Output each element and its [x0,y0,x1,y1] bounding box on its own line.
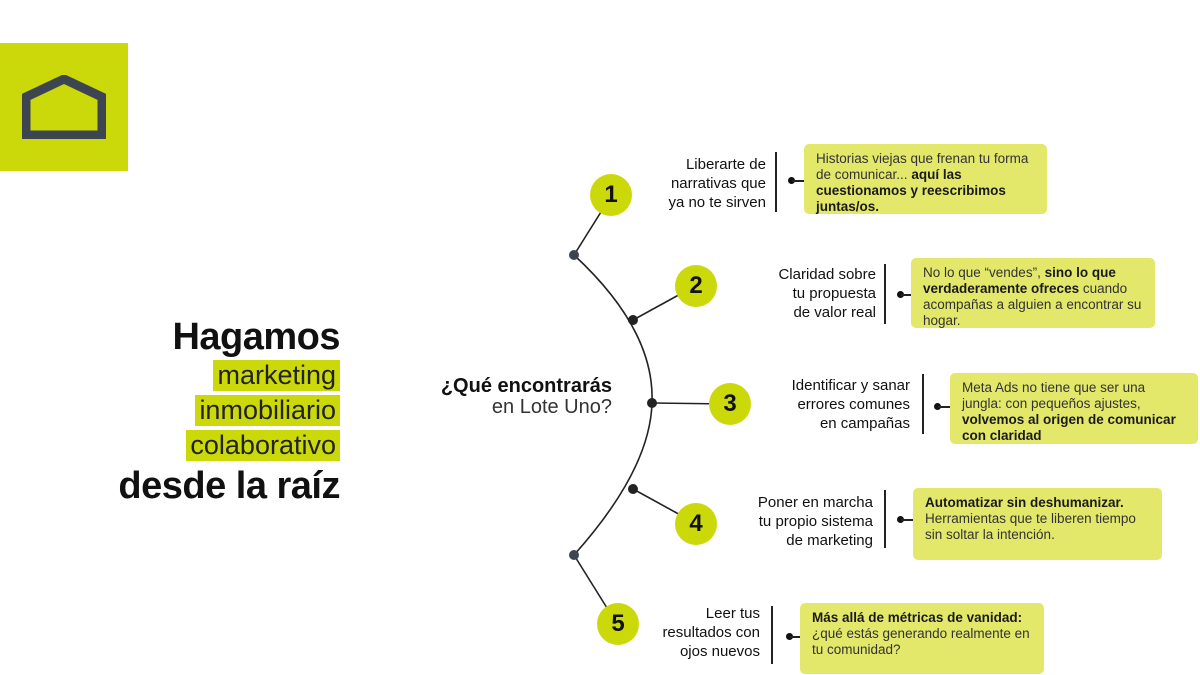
card-1-text-1: Historias viejas que frenan tu forma de … [816,151,1029,182]
step-label-3-line-3: en campañas [819,415,910,432]
step-label-1-line-1: Liberarte de [685,156,766,173]
headline-line-1: Hagamos [172,316,340,358]
connector-dot-3 [934,403,941,410]
step-label-5-line-2: resultados con [662,624,760,641]
step-label-3-line-1: Identificar y sanar [791,377,910,394]
connector-line-4 [901,519,913,521]
arc-node-2 [628,315,638,325]
divider-4 [884,490,886,548]
step-number-4: 4 [675,503,717,545]
step-number-3: 3 [709,383,751,425]
step-number-2: 2 [675,265,717,307]
card-1-text-2: aquí las cuestionamos y reescribimos jun… [816,167,1006,214]
step-number-5: 5 [597,603,639,645]
logo [0,43,128,171]
arc-line [573,254,653,556]
question-line-1: ¿Qué encontrarás [440,375,612,397]
card-4-text-2: Herramientas que te liberen tiempo sin s… [925,511,1136,542]
card-3-text-2: volvemos al origen de comunicar con clar… [962,412,1176,443]
connector-line-2 [901,294,911,296]
headline-tag-colaborativo: colaborativo [186,430,340,461]
step-label-5: Leer tus resultados con ojos nuevos [662,604,760,661]
headline-tag-marketing: marketing [213,360,340,391]
connector-dot-2 [897,291,904,298]
step-label-4: Poner en marcha tu propio sistema de mar… [758,493,873,550]
step-card-5: Más allá de métricas de vanidad: ¿qué es… [800,603,1044,674]
connector-line-5 [790,636,800,638]
card-2-text-3: cuando acompañas a alguien a encontrar s… [923,281,1142,328]
card-3-text-1: Meta Ads no tiene que ser una jungla: co… [962,380,1146,411]
step-label-2-line-1: Claridad sobre [778,266,876,283]
step-card-2: No lo que “vendes”, sino lo que verdader… [911,258,1155,328]
step-label-5-line-3: ojos nuevos [679,643,760,660]
card-5-text-1: Más allá de métricas de vanidad: [812,610,1023,625]
step-label-1: Liberarte de narrativas que ya no te sir… [668,155,766,212]
arc-node-1 [569,250,579,260]
step-label-1-line-2: narrativas que [670,175,766,192]
card-2-text-1: No lo que “vendes”, [923,265,1045,280]
step-label-4-line-2: tu propio sistema [758,513,873,530]
card-2-text-2: sino lo que verdaderamente ofreces [923,265,1116,296]
step-card-3: Meta Ads no tiene que ser una jungla: co… [950,373,1198,444]
central-question: ¿Qué encontrarás en Lote Uno? [380,376,612,418]
connector-line-1 [792,180,804,182]
connector-dot-5 [786,633,793,640]
headline: Hagamos marketing inmobiliario colaborat… [118,318,340,505]
question-line-2: en Lote Uno? [491,396,612,418]
step-label-3-line-2: errores comunes [797,396,910,413]
step-card-1: Historias viejas que frenan tu forma de … [804,144,1047,214]
step-label-2-line-3: de valor real [793,304,876,321]
step-card-4: Automatizar sin deshumanizar. Herramient… [913,488,1162,560]
arc-node-5 [569,550,579,560]
connector-line-3 [938,406,950,408]
divider-1 [775,152,777,212]
step-label-5-line-1: Leer tus [705,605,760,622]
headline-line-5: desde la raíz [118,465,340,507]
step-label-4-line-3: de marketing [786,532,873,549]
step-label-2-line-2: tu propuesta [792,285,876,302]
connector-dot-4 [897,516,904,523]
divider-3 [922,374,924,434]
step-label-4-line-1: Poner en marcha [757,494,873,511]
card-5-text-2: ¿qué estás generando realmente en tu com… [812,626,1030,657]
step-label-2: Claridad sobre tu propuesta de valor rea… [778,265,876,322]
arc-node-3 [647,398,657,408]
step-label-1-line-3: ya no te sirven [668,194,766,211]
headline-tag-inmobiliario: inmobiliario [195,395,340,426]
divider-5 [771,606,773,664]
step-number-1: 1 [590,174,632,216]
card-4-text-1: Automatizar sin deshumanizar. [925,495,1124,510]
house-icon [22,75,106,139]
divider-2 [884,264,886,324]
connector-dot-1 [788,177,795,184]
arc-node-4 [628,484,638,494]
step-label-3: Identificar y sanar errores comunes en c… [792,376,910,433]
